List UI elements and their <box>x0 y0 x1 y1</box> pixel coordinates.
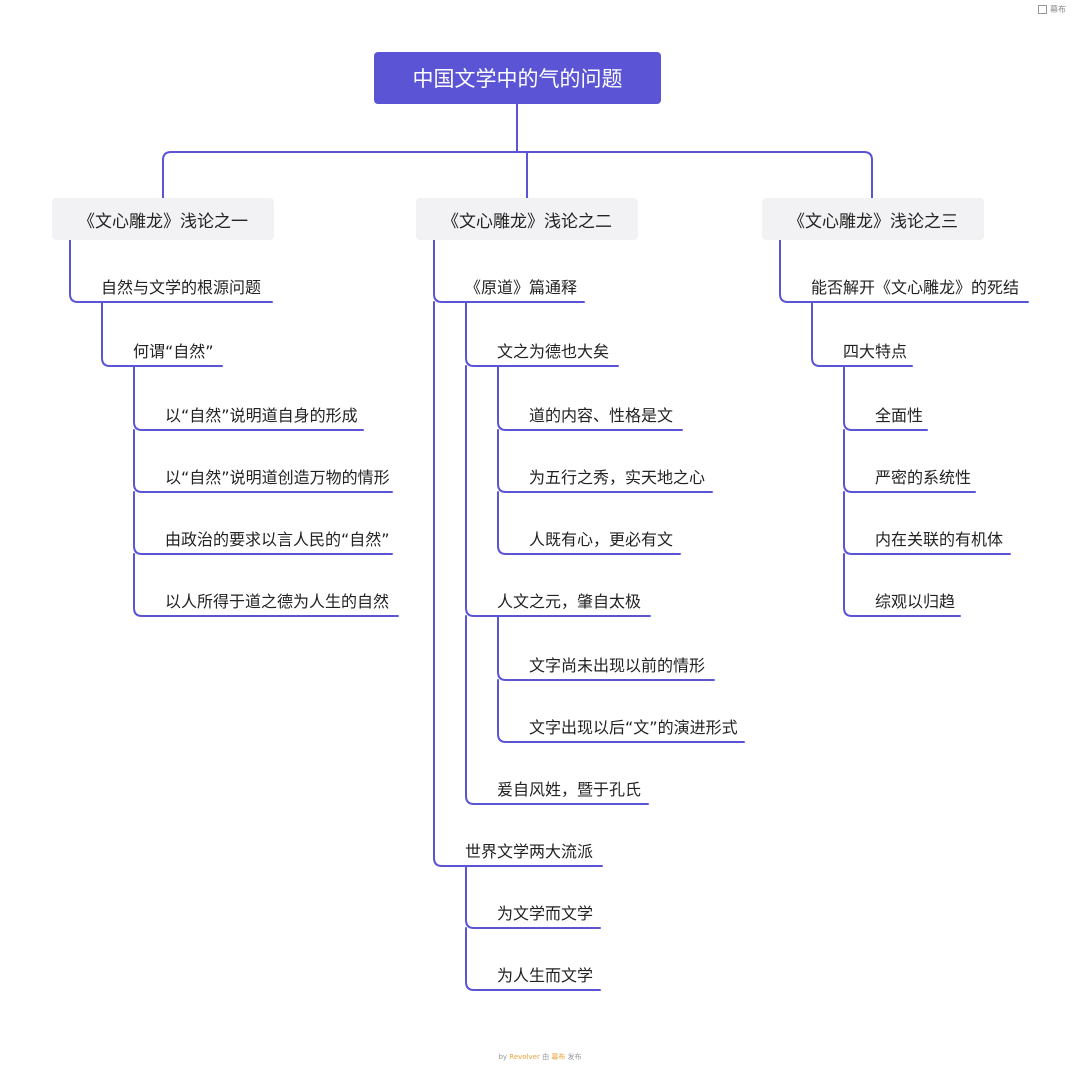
footer-revolver-link[interactable]: Revolver <box>509 1053 540 1061</box>
node-yuan-zi-feng-xing[interactable]: 爰自风姓，暨于孔氏 <box>497 780 642 799</box>
footer-by: by <box>498 1053 508 1061</box>
node-dead-knot[interactable]: 能否解开《文心雕龙》的死结 <box>811 278 1020 297</box>
root-node[interactable]: 中国文学中的气的问题 <box>374 52 661 104</box>
mubu-logo-icon <box>1038 5 1047 14</box>
node-world-literature[interactable]: 世界文学两大流派 <box>465 842 594 861</box>
brand-badge[interactable]: 幕布 <box>1038 4 1066 15</box>
node-g1-item-2[interactable]: 为五行之秀，实天地之心 <box>529 468 706 487</box>
node-b3-item-4[interactable]: 综观以归趋 <box>875 592 956 611</box>
node-b3-item-3[interactable]: 内在关联的有机体 <box>875 530 1004 549</box>
node-world-item-1[interactable]: 为文学而文学 <box>497 904 594 923</box>
node-b1-item-2[interactable]: 以“自然”说明道创造万物的情形 <box>165 468 390 487</box>
node-g1-item-3[interactable]: 人既有心，更必有文 <box>529 530 674 549</box>
branch-node-3[interactable]: 《文心雕龙》浅论之三 <box>762 198 984 240</box>
footer-publish: 发布 <box>567 1053 582 1061</box>
node-yuandao[interactable]: 《原道》篇通释 <box>465 278 578 297</box>
footer-app-link[interactable]: 幕布 <box>551 1053 566 1061</box>
footer-via: 由 <box>542 1053 550 1061</box>
node-b3-item-1[interactable]: 全面性 <box>875 406 924 425</box>
node-world-item-2[interactable]: 为人生而文学 <box>497 966 594 985</box>
node-wen-zhi-wei-de[interactable]: 文之为德也大矣 <box>497 342 610 361</box>
footer-credit: by Revolver 由 幕布 发布 <box>0 1052 1080 1062</box>
branch-node-2[interactable]: 《文心雕龙》浅论之二 <box>416 198 638 240</box>
node-what-is-nature[interactable]: 何谓“自然” <box>133 342 214 361</box>
node-g2-item-1[interactable]: 文字尚未出现以前的情形 <box>529 656 706 675</box>
node-g2-item-2[interactable]: 文字出现以后“文”的演进形式 <box>529 718 738 737</box>
node-nature-literature-origin[interactable]: 自然与文学的根源问题 <box>101 278 262 297</box>
node-renwen-zhi-yuan[interactable]: 人文之元，肇自太极 <box>497 592 642 611</box>
branch-node-1[interactable]: 《文心雕龙》浅论之一 <box>52 198 274 240</box>
node-b1-item-4[interactable]: 以人所得于道之德为人生的自然 <box>165 592 390 611</box>
node-g1-item-1[interactable]: 道的内容、性格是文 <box>529 406 674 425</box>
node-b1-item-3[interactable]: 由政治的要求以言人民的“自然” <box>165 530 390 549</box>
node-four-features[interactable]: 四大特点 <box>843 342 908 361</box>
node-b3-item-2[interactable]: 严密的系统性 <box>875 468 972 487</box>
brand-label: 幕布 <box>1050 5 1066 14</box>
node-b1-item-1[interactable]: 以“自然”说明道自身的形成 <box>165 406 358 425</box>
